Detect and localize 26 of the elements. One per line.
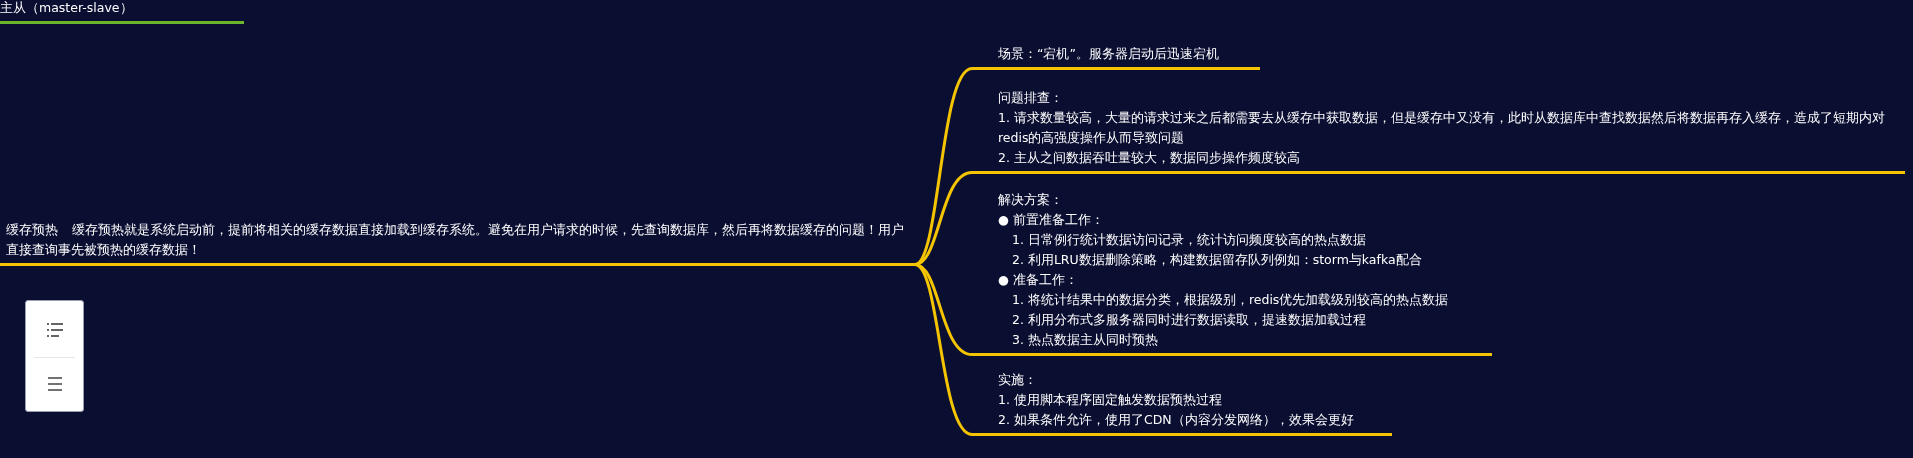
topic-node [992,190,1492,356]
topic-heading: 场景：“宕机”。服务器启动后迅速宕机 [998,45,1220,63]
topic-heading: 主从（master-slave） [0,0,134,17]
topic-node [992,370,1392,436]
topic-heading: 实施： [998,371,1038,389]
topic-node [0,0,244,24]
topic-text: 1. 请求数量较高，大量的请求过来之后都需要去从缓存中获取数据，但是缓存中又没有，此时从数据库中查找数据然后将数据再存入缓存，造成了短期内对redis的高强度操作从而导致问题 [998,109,1886,147]
topic-text: 2. 利用LRU数据删除策略，构建数据留存队列例如：storm与kafka配合 [1011,251,1423,269]
topic-text: ● 准备工作： [998,271,1079,289]
topic-heading: 解决方案： [998,191,1064,209]
topic-text: 2. 如果条件允许，使用了CDN（内容分发网络），效果会更好 [998,411,1355,429]
topic-node [0,220,915,266]
topic-text: 1. 日常例行统计数据访问记录，统计访问频度较高的热点数据 [1011,231,1367,249]
topic-heading: 问题排查： [998,89,1064,107]
branch-line [914,67,992,266]
branch-line [914,263,992,436]
topic-node [992,44,1260,70]
topic-text: 3. 热点数据主从同时预热 [1011,331,1159,349]
topic-text: 1. 将统计结果中的数据分类，根据级别，redis优先加载级别较高的热点数据 [1011,291,1450,309]
topic-text: 缓存预热 缓存预热就是系统启动前，提前将相关的缓存数据直接加载到缓存系统。避免在用户请求的时候，先查询数据库，然后再将数据缓存的问题！用户直接查询事先被预热的缓存数据！ [6,221,905,259]
topic-node [992,88,1905,174]
branch-line [914,263,992,356]
topic-text: 1. 使用脚本程序固定触发数据预热过程 [998,391,1223,409]
topic-text: 2. 利用分布式多服务器同时进行数据读取，提速数据加载过程 [1011,311,1367,329]
topic-text: 2. 主从之间数据吞吐量较大，数据同步操作频度较高 [998,149,1301,167]
topic-text: ● 前置准备工作： [998,211,1105,229]
